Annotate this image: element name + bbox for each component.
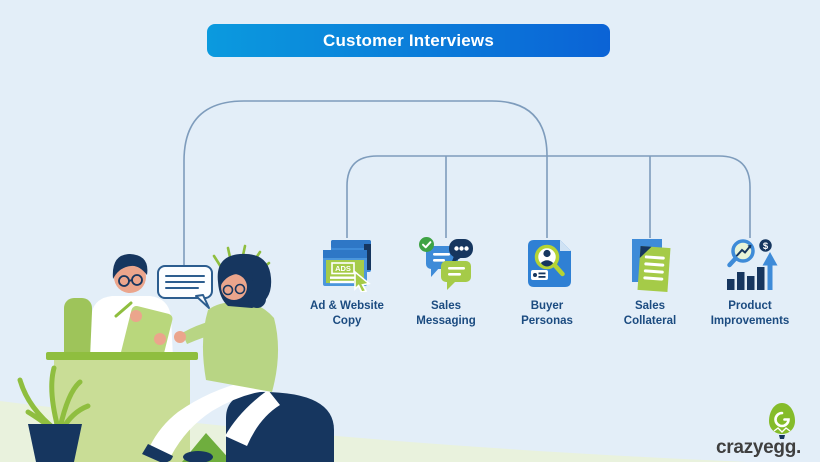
branch-label-buyer-personas: Buyer Personas <box>521 300 573 327</box>
dollar-circle-icon <box>757 237 774 254</box>
connector-bus <box>346 155 751 238</box>
plant-icon <box>17 365 91 462</box>
interview-illustration <box>17 244 334 462</box>
check-circle-icon <box>419 237 434 252</box>
sales-messaging-icon <box>419 237 473 290</box>
sales-collateral-icon <box>632 239 671 292</box>
title-banner: Customer Interviews <box>207 24 610 57</box>
dollar-text: $ <box>763 241 769 252</box>
branch-label-product-improvements: Product Improvements <box>710 300 790 327</box>
title-banner-label: Customer Interviews <box>322 30 495 50</box>
interviewee-woman <box>142 253 280 462</box>
cursor-arrow-icon <box>354 270 371 292</box>
ad-website-copy-icon: ADS <box>323 240 371 292</box>
connector-root-branch <box>183 100 548 266</box>
up-arrow-icon <box>762 252 778 266</box>
crazyegg-logo-text: crazyegg. <box>716 437 801 458</box>
branch-label-ad-website-copy: Ad & Website Copy <box>310 300 384 327</box>
ads-text: ADS <box>335 264 351 273</box>
crazyegg-egg-icon <box>769 403 795 439</box>
speech-bubble-icon <box>157 265 213 309</box>
buyer-personas-icon <box>528 240 571 287</box>
interviewer-man <box>90 254 173 367</box>
branch-label-sales-messaging: Sales Messaging <box>416 300 476 327</box>
desk-top <box>46 352 198 360</box>
branch-label-sales-collateral: Sales Collateral <box>623 300 677 327</box>
product-improvements-icon: $ <box>727 237 778 290</box>
